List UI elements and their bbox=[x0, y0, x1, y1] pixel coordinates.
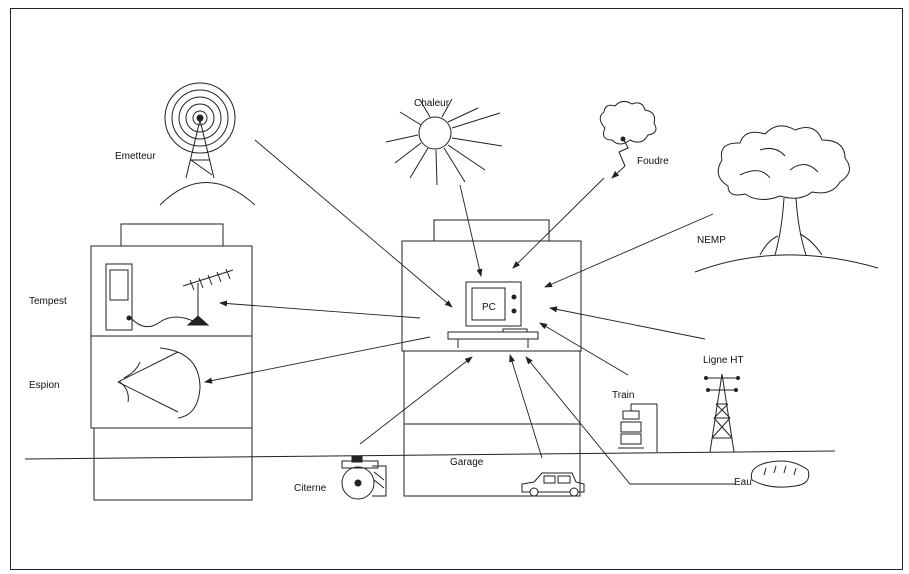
arrow-citerne bbox=[359, 356, 473, 445]
label-tempest: Tempest bbox=[29, 296, 67, 307]
nuclear-cloud-icon bbox=[694, 125, 879, 273]
label-pc: PC bbox=[482, 302, 496, 313]
label-foudre: Foudre bbox=[637, 156, 669, 167]
sun-icon bbox=[385, 98, 503, 186]
emitter-icon bbox=[159, 82, 256, 206]
arrow-tempest bbox=[219, 300, 421, 319]
label-citerne: Citerne bbox=[294, 483, 327, 494]
arrow-garage bbox=[509, 354, 543, 459]
ground-line bbox=[24, 450, 836, 460]
label-nemp: NEMP bbox=[697, 235, 726, 246]
train-icon bbox=[618, 403, 658, 452]
arrow-espion bbox=[204, 336, 431, 384]
tempest-receiver-icon bbox=[105, 263, 234, 331]
label-eau: Eau bbox=[734, 477, 752, 488]
threat-arrows bbox=[204, 139, 735, 485]
diagram-frame bbox=[10, 8, 903, 570]
label-espion: Espion bbox=[29, 380, 60, 391]
spy-ear-icon bbox=[117, 347, 201, 419]
water-pipe-icon bbox=[750, 460, 810, 488]
arrow-foudre-head bbox=[611, 165, 626, 179]
arrow-foudre-pc bbox=[512, 177, 605, 269]
arrow-nemp bbox=[544, 213, 714, 288]
arrow-train bbox=[539, 322, 629, 376]
lightning-cloud-icon bbox=[599, 100, 657, 167]
label-ligne-ht: Ligne HT bbox=[703, 355, 744, 366]
label-emetteur: Emetteur bbox=[115, 151, 156, 162]
tanker-icon bbox=[341, 455, 387, 500]
label-chaleur: Chaleur bbox=[414, 98, 450, 109]
arrow-eau bbox=[525, 356, 735, 485]
label-train: Train bbox=[612, 390, 635, 401]
arrow-ligne-ht bbox=[549, 306, 706, 340]
arrow-emetteur bbox=[254, 139, 453, 308]
central-building bbox=[401, 219, 582, 497]
arrow-chaleur bbox=[459, 184, 483, 277]
pylon-icon bbox=[704, 373, 740, 453]
car-icon bbox=[521, 472, 585, 497]
left-building bbox=[90, 223, 253, 501]
label-garage: Garage bbox=[450, 457, 484, 468]
pc-icon bbox=[447, 281, 539, 348]
